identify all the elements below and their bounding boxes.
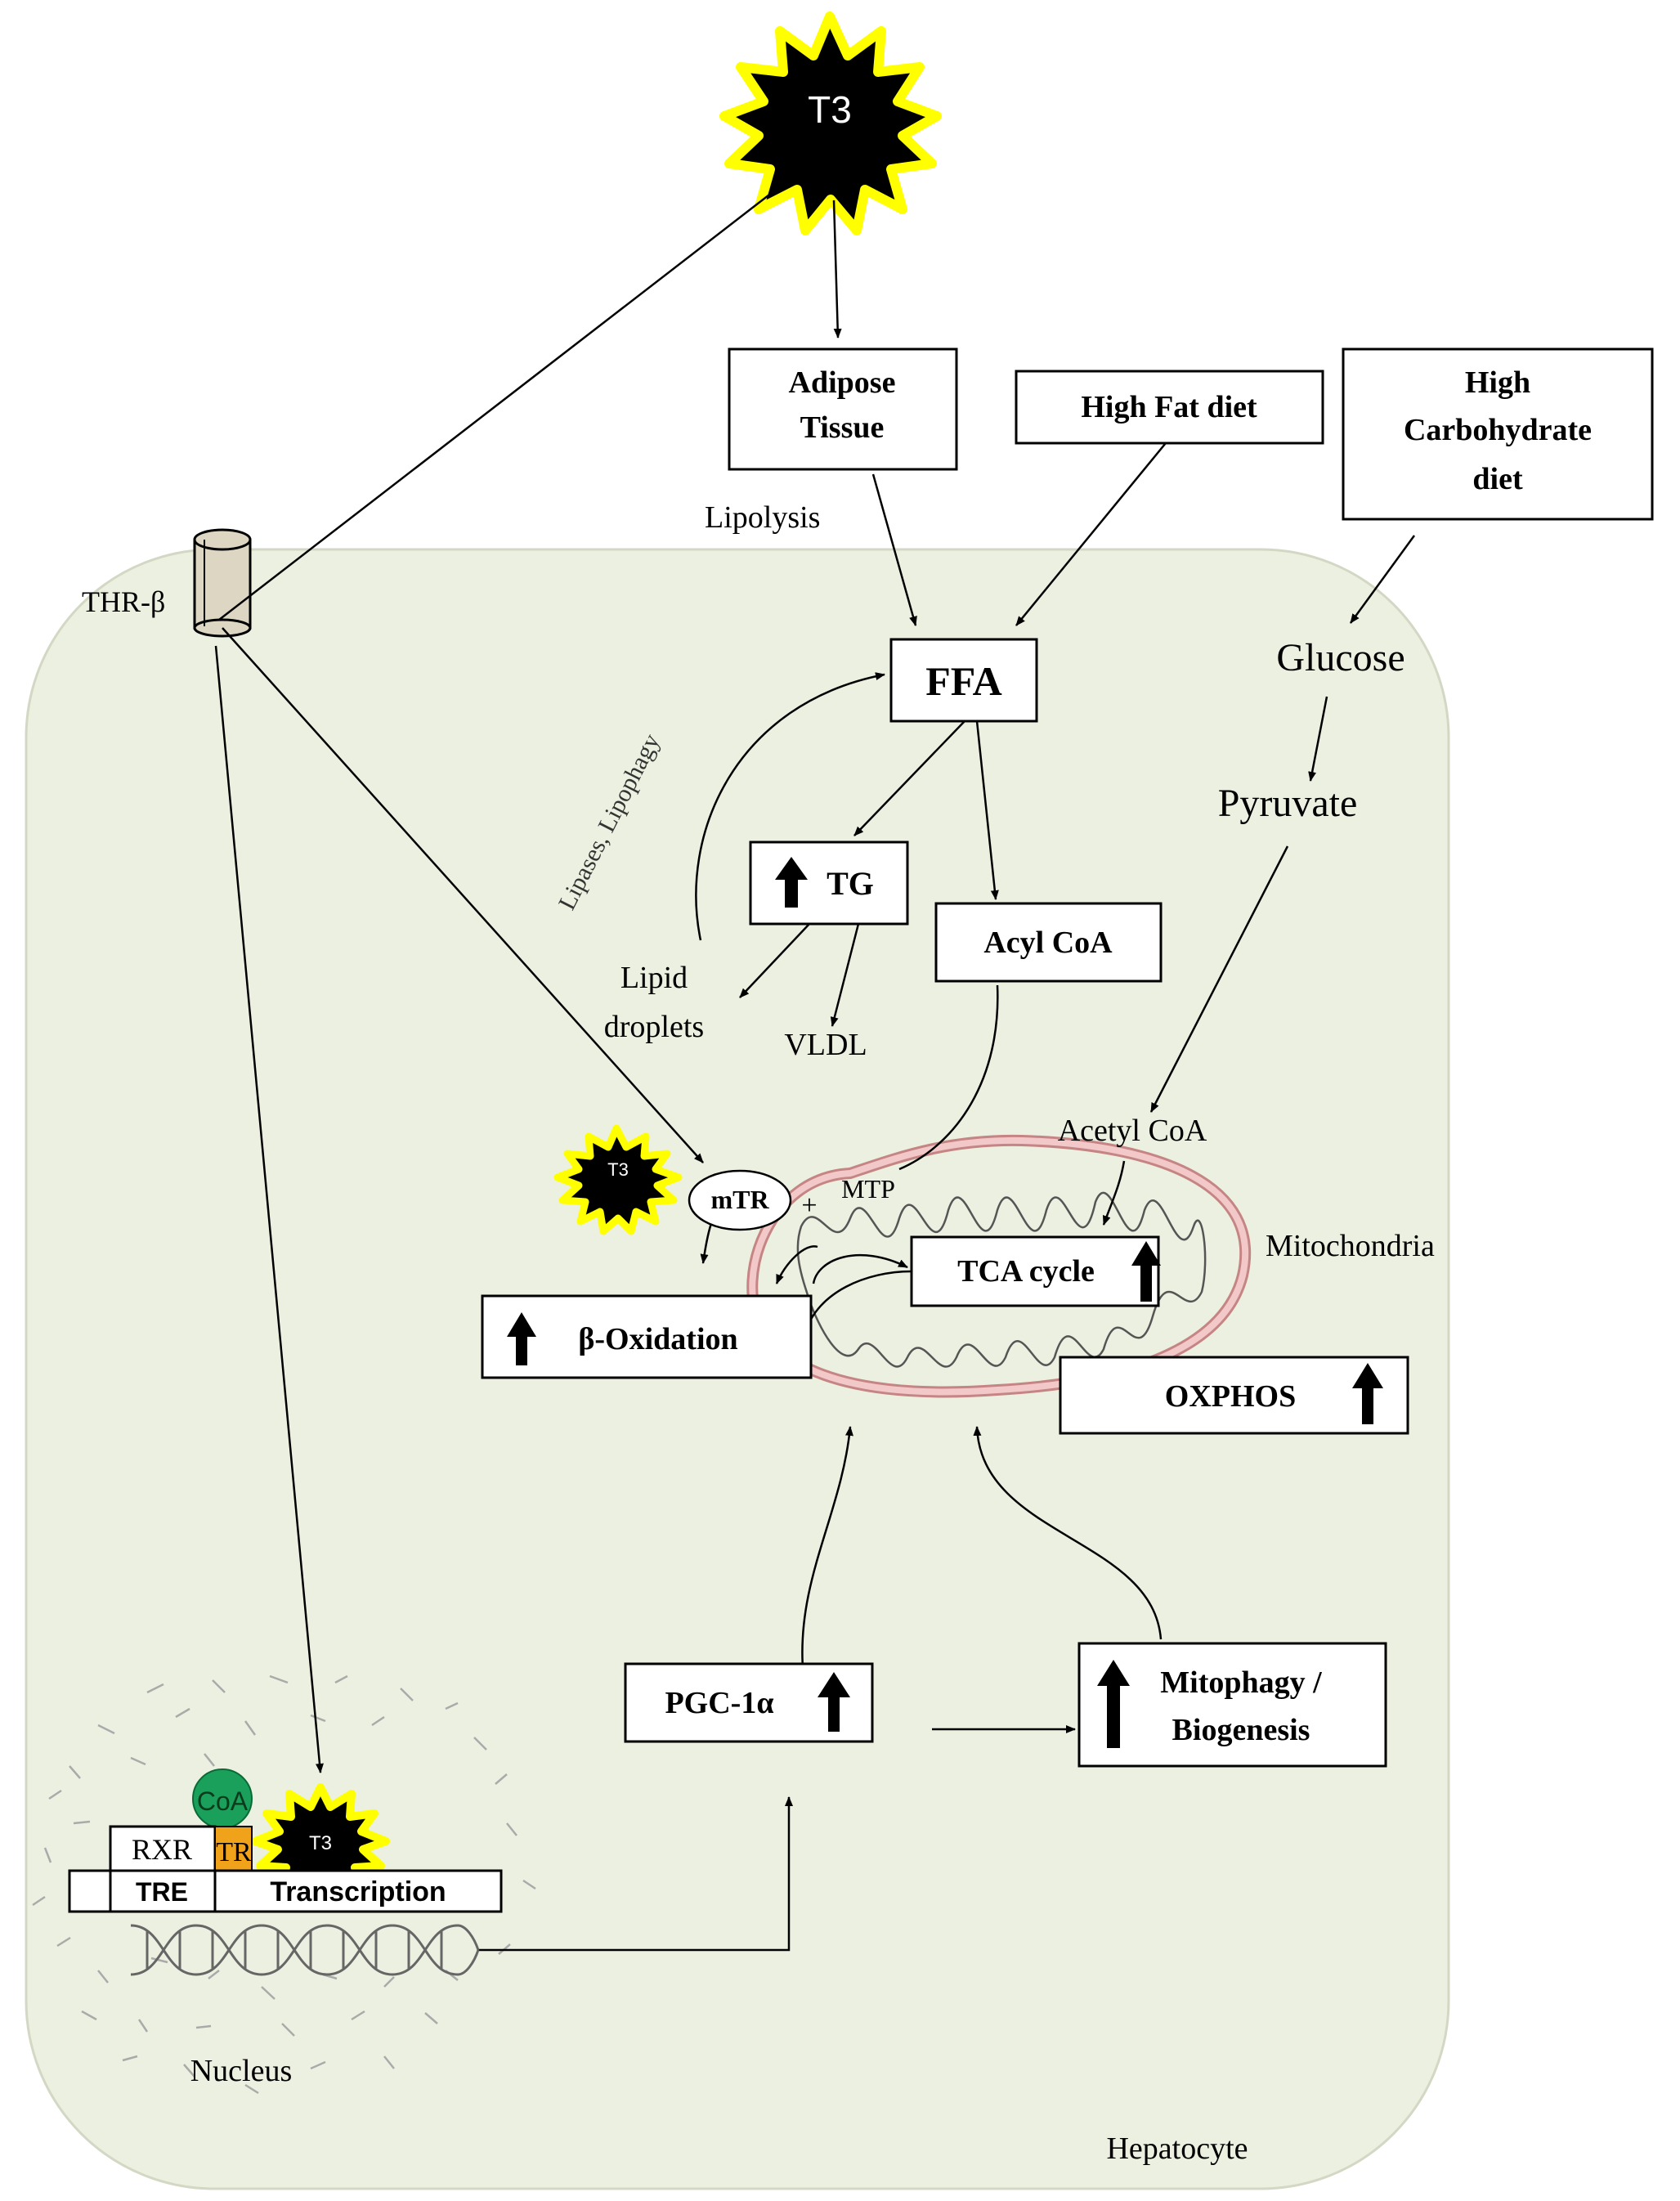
nucleus-region	[32, 1674, 536, 2095]
t3-mito-label: T3	[607, 1159, 629, 1180]
plus-sign: +	[801, 1190, 817, 1221]
mitophagy-label-1: Mitophagy /	[1160, 1665, 1322, 1700]
high-carb-label-1: High	[1465, 365, 1530, 400]
tre-cell	[109, 1869, 217, 1913]
pyruvate-label: Pyruvate	[1218, 782, 1358, 825]
oxphos-up-arrow-icon	[1352, 1363, 1383, 1424]
beta-oxidation-box	[481, 1294, 813, 1379]
t3-starburst-top: T3	[719, 11, 942, 235]
t3-starburst-mito: T3	[553, 1124, 683, 1235]
oxphos-label: OXPHOS	[1165, 1379, 1296, 1414]
arrows	[214, 183, 1416, 1952]
beta-oxidation-label: β-Oxidation	[578, 1322, 737, 1356]
hepatocyte-label: Hepatocyte	[1106, 2132, 1248, 2166]
tg-label: TG	[827, 865, 874, 902]
t3-nucleus-label: T3	[309, 1832, 332, 1854]
ffa-box	[889, 638, 1038, 723]
tg-up-arrow-icon	[775, 857, 808, 908]
beta-ox-up-arrow-icon	[507, 1312, 536, 1365]
acyl-coa-box	[934, 902, 1163, 983]
pgc-label: PGC-1α	[665, 1686, 773, 1720]
tca-up-arrow-icon	[1131, 1241, 1161, 1302]
tca-cycle-box	[910, 1235, 1160, 1307]
pgc-up-arrow-icon	[818, 1672, 850, 1732]
lipid-droplets-label-1: Lipid	[620, 961, 688, 995]
acyl-coa-label: Acyl CoA	[983, 926, 1113, 960]
high-fat-diet-label: High Fat diet	[1081, 390, 1257, 424]
high-carb-diet-box	[1342, 347, 1654, 521]
transcription-label: Transcription	[270, 1876, 446, 1907]
mitophagy-box	[1077, 1642, 1387, 1768]
ffa-label: FFA	[925, 658, 1001, 704]
mitophagy-label-2: Biogenesis	[1172, 1713, 1310, 1747]
acetyl-coa-label: Acetyl CoA	[1058, 1114, 1207, 1148]
tg-box	[749, 841, 909, 926]
tre-label: TRE	[136, 1877, 188, 1907]
mtp-label: MTP	[841, 1174, 895, 1204]
coa-label: CoA	[197, 1786, 249, 1816]
adipose-label-2: Tissue	[800, 410, 885, 445]
mitochondria-label: Mitochondria	[1266, 1229, 1435, 1263]
nucleus-label: Nucleus	[190, 2054, 293, 2088]
mtr-ellipse	[688, 1169, 792, 1231]
high-carb-label-3: diet	[1472, 462, 1523, 496]
rxr-label: RXR	[132, 1833, 192, 1866]
lipolysis-label: Lipolysis	[705, 500, 820, 535]
tr-label: TR	[216, 1837, 252, 1867]
dna-cell-left	[68, 1869, 112, 1913]
rxr-cell	[109, 1825, 217, 1872]
high-fat-diet-box	[1015, 370, 1324, 445]
nuclear-receptor-complex: CoA RXR TR TRE Transcription	[68, 1768, 503, 1913]
thr-beta-receptor	[193, 528, 252, 638]
vldl-label: VLDL	[784, 1028, 867, 1062]
thr-beta-label: THR-β	[82, 585, 165, 618]
transcription-cell	[213, 1869, 503, 1913]
oxphos-box	[1059, 1356, 1409, 1435]
mitophagy-up-arrow-icon	[1097, 1660, 1130, 1748]
t3-top-label: T3	[808, 88, 852, 131]
dna-helix	[130, 1924, 480, 1976]
adipose-tissue-box	[728, 347, 958, 471]
high-carb-label-2: Carbohydrate	[1404, 413, 1592, 447]
adipose-label-1: Adipose	[789, 365, 896, 400]
mtr-label: mTR	[710, 1185, 769, 1214]
lipid-droplets-label-2: droplets	[604, 1010, 704, 1044]
glucose-label: Glucose	[1276, 636, 1404, 679]
tca-cycle-label: TCA cycle	[957, 1254, 1095, 1289]
